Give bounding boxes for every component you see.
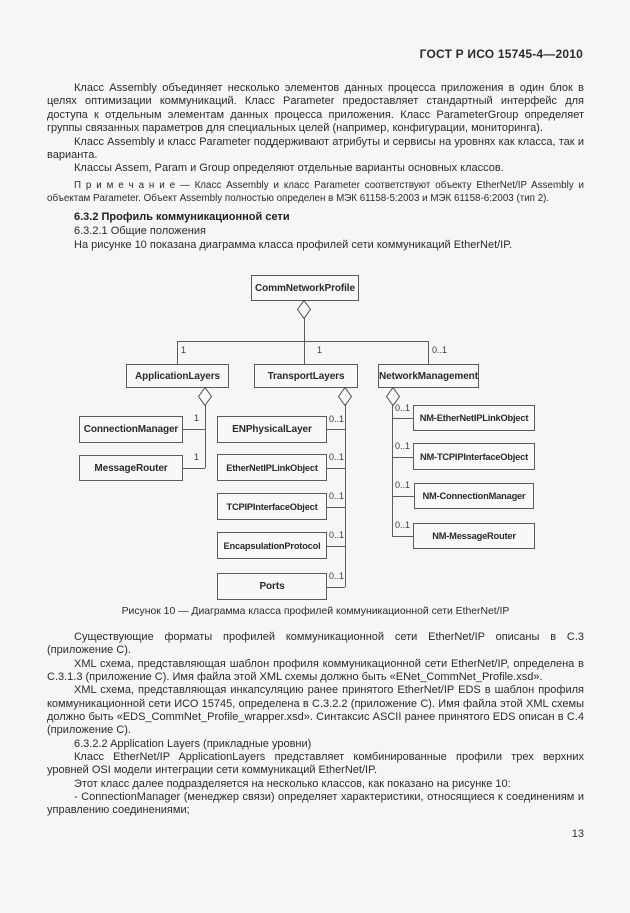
class-box-transportlayers: TransportLayers bbox=[254, 364, 358, 388]
multiplicity-label: 1 bbox=[194, 413, 200, 423]
connector-line bbox=[183, 429, 205, 430]
class-box-commnetworkprofile: CommNetworkProfile bbox=[251, 275, 359, 301]
connector-line bbox=[327, 546, 345, 547]
note-text: П р и м е ч а н и е — Класс Assembly и к… bbox=[47, 180, 584, 204]
aggregation-diamond-icon bbox=[198, 387, 212, 406]
class-box-ethernetiplinkobject: EtherNetIPLinkObject bbox=[217, 454, 327, 481]
multiplicity-label: 1 bbox=[181, 345, 187, 355]
connector-line bbox=[392, 418, 413, 419]
paragraph-figure-intro: На рисунке 10 показана диаграмма класса … bbox=[74, 239, 513, 251]
figure-caption: Рисунок 10 — Диаграмма класса профилей к… bbox=[121, 606, 510, 617]
class-box-enphysicallayer: ENPhysicalLayer bbox=[217, 416, 327, 443]
connector-line bbox=[327, 507, 345, 508]
connector-line bbox=[392, 496, 414, 497]
connector-line bbox=[177, 341, 178, 364]
multiplicity-label: 0..1 bbox=[395, 403, 411, 413]
multiplicity-label: 0..1 bbox=[329, 530, 345, 540]
connector-line bbox=[183, 468, 205, 469]
connector-line bbox=[304, 341, 305, 364]
aggregation-diamond-icon bbox=[338, 387, 352, 406]
paragraph-attributes: Класс Assembly и класс Parameter поддерж… bbox=[47, 135, 584, 162]
paragraph-formats: Существующие форматы профилей коммуникац… bbox=[47, 631, 584, 657]
multiplicity-label: 0..1 bbox=[395, 520, 411, 530]
heading-6-3-2-1: 6.3.2.1 Общие положения bbox=[74, 225, 206, 237]
class-box-networkmanagement: NetworkManagement bbox=[378, 364, 479, 388]
connector-line bbox=[392, 536, 413, 537]
class-box-nm-connectionmanager: NM-ConnectionManager bbox=[414, 483, 534, 509]
paragraph-subclasses: Этот класс далее подразделяется на неско… bbox=[74, 777, 511, 790]
paragraph-applicationlayers: Класс EtherNet/IP ApplicationLayers пред… bbox=[47, 751, 584, 777]
multiplicity-label: 0..1 bbox=[395, 480, 411, 490]
class-box-encapsulationprotocol: EncapsulationProtocol bbox=[217, 532, 327, 559]
body-text-block: Существующие форматы профилей коммуникац… bbox=[47, 631, 584, 818]
page-number: 13 bbox=[571, 828, 584, 840]
class-box-ports: Ports bbox=[217, 573, 327, 600]
class-box-nm-tcpipinterfaceobject: NM-TCPIPInterfaceObject bbox=[413, 443, 535, 470]
multiplicity-label: 0..1 bbox=[432, 345, 448, 355]
heading-6-3-2: 6.3.2 Профиль коммуникационной сети bbox=[74, 211, 290, 223]
connector-line bbox=[205, 405, 206, 468]
connector-line bbox=[177, 341, 429, 342]
paragraph-connectionmanager-item: - ConnectionManager (менеджер связи) опр… bbox=[47, 791, 584, 817]
multiplicity-label: 0..1 bbox=[329, 452, 345, 462]
connector-line bbox=[392, 457, 413, 458]
connector-line bbox=[428, 341, 429, 364]
paragraph-xml-eds: XML схема, представляющая инкапсуляцию р… bbox=[47, 684, 584, 737]
connector-line bbox=[345, 405, 346, 587]
connector-line bbox=[327, 429, 345, 430]
connector-line bbox=[327, 587, 345, 588]
aggregation-diamond-icon bbox=[386, 387, 400, 406]
paragraph-variants: Классы Assem, Param и Group определяют о… bbox=[74, 162, 504, 175]
class-box-tcpipinterfaceobject: TCPIPInterfaceObject bbox=[217, 493, 327, 520]
class-box-applicationlayers: ApplicationLayers bbox=[126, 364, 229, 388]
class-box-nm-ethernetiplinkobject: NM-EtherNetIPLinkObject bbox=[413, 405, 535, 431]
multiplicity-label: 1 bbox=[194, 452, 200, 462]
connector-line bbox=[392, 405, 393, 536]
paragraph-assembly: Класс Assembly объединяет несколько элем… bbox=[47, 82, 584, 135]
intro-text-block: Класс Assembly объединяет несколько элем… bbox=[47, 82, 584, 176]
multiplicity-label: 0..1 bbox=[329, 414, 345, 424]
multiplicity-label: 0..1 bbox=[329, 571, 345, 581]
aggregation-diamond-icon bbox=[297, 300, 311, 319]
multiplicity-label: 1 bbox=[317, 345, 323, 355]
heading-6-3-2-2: 6.3.2.2 Application Layers (прикладные у… bbox=[74, 737, 312, 750]
class-box-nm-messagerouter: NM-MessageRouter bbox=[413, 523, 535, 549]
class-box-connectionmanager: ConnectionManager bbox=[79, 416, 183, 443]
multiplicity-label: 0..1 bbox=[395, 441, 411, 451]
connector-line bbox=[304, 318, 305, 341]
paragraph-xml-template: XML схема, представляющая шаблон профиля… bbox=[47, 657, 584, 684]
connector-line bbox=[327, 468, 345, 469]
document-header: ГОСТ Р ИСО 15745-4—2010 bbox=[419, 47, 583, 61]
class-box-messagerouter: MessageRouter bbox=[79, 455, 183, 481]
multiplicity-label: 0..1 bbox=[329, 491, 345, 501]
